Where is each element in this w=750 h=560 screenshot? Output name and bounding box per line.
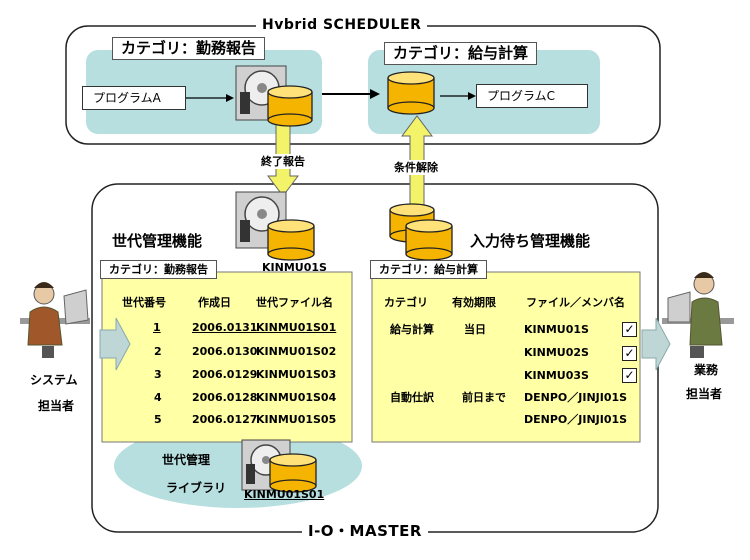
library-db-label: KINMU01S01 xyxy=(244,488,325,501)
db-cylinder-right xyxy=(387,71,435,115)
system-person-label-line1: システム xyxy=(30,373,78,387)
gen-row-3-no: 3 xyxy=(154,368,162,381)
wait-row-1-expiry: 当日 xyxy=(464,323,486,336)
gen-row-5-file: KINMU01S05 xyxy=(256,413,337,426)
io-master-title: I-O・MASTER xyxy=(302,524,428,539)
gen-row-2-date: 2006.0130 xyxy=(192,345,258,358)
db-cylinder-mid xyxy=(267,219,315,261)
gen-row-2-file: KINMU01S02 xyxy=(256,345,337,358)
library-label-line1: 世代管理 xyxy=(162,453,211,467)
business-person-label-line1: 業務 xyxy=(694,363,719,377)
gen-row-5-date: 2006.0127 xyxy=(192,413,258,426)
category-left-label: カテゴリ：勤務報告 xyxy=(112,37,266,60)
checkbox-icon-2: ✓ xyxy=(622,346,637,361)
gen-row-3-date: 2006.0129 xyxy=(192,368,258,381)
db-name-label: KINMU01S xyxy=(262,261,327,274)
wait-header-expiry: 有効期限 xyxy=(452,296,496,309)
checkbox-icon-3: ✓ xyxy=(622,368,637,383)
program-a-box: プログラムA xyxy=(82,86,186,110)
wait-row-5-file: DENPO／JINJI01S xyxy=(524,413,628,426)
gen-table-tab: カテゴリ：勤務報告 xyxy=(100,260,217,279)
left-gray-arrow xyxy=(99,317,131,371)
wait-row-4-file: DENPO／JINJI01S xyxy=(524,391,628,404)
gen-row-4-no: 4 xyxy=(154,391,162,404)
gen-row-5-no: 5 xyxy=(154,413,162,426)
wait-row-4-expiry: 前日まで xyxy=(462,391,506,404)
right-gray-arrow xyxy=(641,317,671,371)
wait-row-4-category: 自動仕訳 xyxy=(390,391,434,404)
gen-row-3-file: KINMU01S03 xyxy=(256,368,337,381)
gen-row-1-date: 2006.0131 xyxy=(192,321,258,334)
wait-table-box xyxy=(371,271,641,443)
gen-header-no: 世代番号 xyxy=(122,296,166,309)
wait-header-file: ファイル／メンバ名 xyxy=(526,296,625,309)
gen-table-box xyxy=(101,271,353,443)
wait-row-2-file: KINMU02S xyxy=(524,346,589,359)
gen-row-4-file: KINMU01S04 xyxy=(256,391,337,404)
condition-release-label: 条件解除 xyxy=(392,160,440,175)
wait-table-tab: カテゴリ：給与計算 xyxy=(370,260,487,279)
system-person-label-line2: 担当者 xyxy=(38,399,75,413)
category-right-label: カテゴリ：給与計算 xyxy=(384,42,538,65)
checkbox-icon-1: ✓ xyxy=(622,322,637,337)
gen-header-file: 世代ファイル名 xyxy=(256,296,333,309)
business-person-icon xyxy=(662,272,734,358)
end-report-label: 終了報告 xyxy=(259,154,307,169)
wait-row-1-category: 給与計算 xyxy=(390,323,434,336)
gen-header-date: 作成日 xyxy=(198,296,231,309)
library-label-line2: ライブラリ xyxy=(166,481,227,495)
wait-header-category: カテゴリ xyxy=(384,296,428,309)
input-wait-heading: 入力待ち管理機能 xyxy=(470,232,591,250)
scheduler-title: Hvbrid SCHEDULER xyxy=(256,18,428,32)
business-person-label-line2: 担当者 xyxy=(686,387,723,401)
gen-row-2-no: 2 xyxy=(154,345,162,358)
db-cylinder-wait-front xyxy=(405,219,453,261)
wait-row-1-file: KINMU01S xyxy=(524,323,589,336)
system-person-icon xyxy=(20,282,90,358)
wait-row-3-file: KINMU03S xyxy=(524,369,589,382)
db-cylinder-lib xyxy=(269,453,317,493)
gen-row-1-no: 1 xyxy=(153,321,161,334)
db-cylinder-top xyxy=(267,85,313,127)
program-c-box: プログラムC xyxy=(476,84,588,108)
gen-mgmt-heading: 世代管理機能 xyxy=(112,232,203,250)
gen-row-4-date: 2006.0128 xyxy=(192,391,258,404)
gen-row-1-file: KINMU01S01 xyxy=(256,321,337,334)
